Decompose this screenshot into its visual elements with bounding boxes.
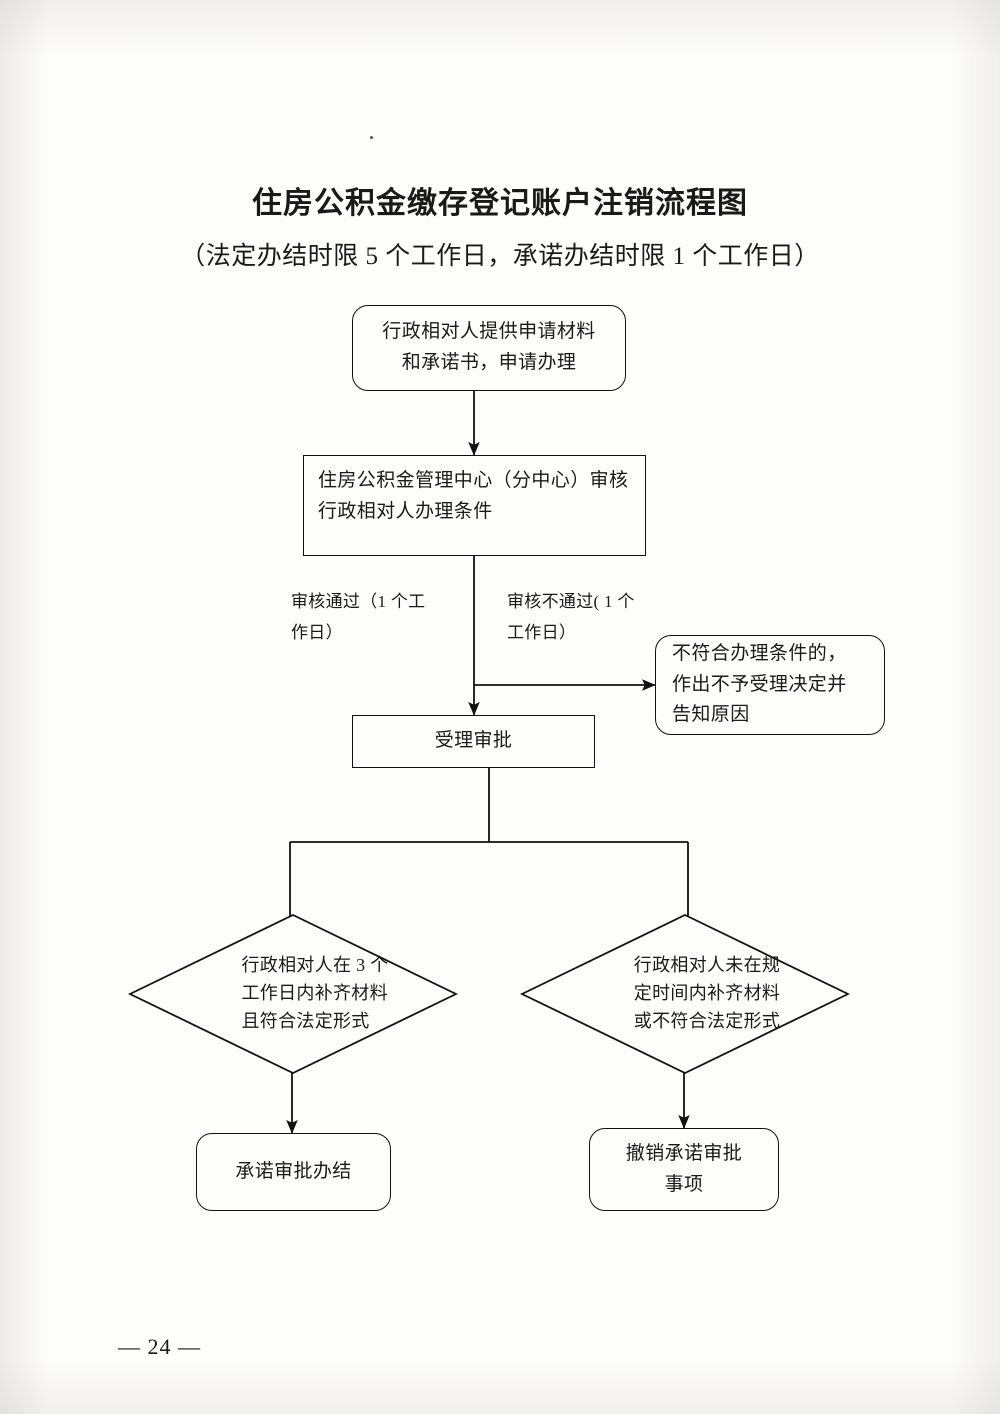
page-title: 住房公积金缴存登记账户注销流程图 — [252, 187, 748, 220]
node-decision-pass-label: 行政相对人在 3 个 工作日内补齐材料 且符合法定形式 — [128, 913, 458, 1075]
node-decision-pass-line-2: 工作日内补齐材料 — [241, 983, 388, 1004]
edge-label-review-fail-line-2: 工作日） — [507, 623, 577, 643]
edge-label-review-fail: 审核不通过( 1 个 工作日） — [507, 586, 677, 649]
node-cancel-line-2: 事项 — [664, 1173, 704, 1195]
edge-label-review-pass-line-1: 审核通过（1 个工 — [291, 592, 426, 611]
edge-label-review-pass-line-2: 作日） — [291, 623, 343, 643]
node-review[interactable]: 住房公积金管理中心（分中心）审核 行政相对人办理条件 — [303, 455, 646, 556]
node-decision-pass-line-3: 且符合法定形式 — [241, 1010, 370, 1031]
node-apply-line-1: 行政相对人提供申请材料 — [382, 321, 596, 343]
node-decision-pass-line-1: 行政相对人在 3 个 — [241, 955, 389, 976]
node-finish[interactable]: 承诺审批办结 — [196, 1133, 391, 1211]
node-accept-line-1: 受理审批 — [434, 730, 513, 752]
node-decision-fail[interactable]: 行政相对人未在规 定时间内补齐材料 或不符合法定形式 — [520, 913, 850, 1075]
node-review-line-2: 行政相对人办理条件 — [318, 500, 493, 522]
node-apply-line-2: 和承诺书，申请办理 — [401, 352, 577, 373]
node-cancel-line-1: 撤销承诺审批 — [625, 1142, 743, 1164]
node-reject[interactable]: 不符合办理条件的， 作出不予受理决定并 告知原因 — [655, 635, 885, 735]
node-accept[interactable]: 受理审批 — [352, 715, 595, 768]
diamond-shape-pass — [128, 913, 458, 1075]
scan-artifact-dot — [370, 136, 373, 139]
node-cancel[interactable]: 撤销承诺审批 事项 — [589, 1128, 779, 1211]
diamond-shape-fail — [520, 913, 850, 1075]
node-decision-fail-label: 行政相对人未在规 定时间内补齐材料 或不符合法定形式 — [520, 913, 850, 1075]
node-decision-fail-line-3: 或不符合法定形式 — [633, 1010, 781, 1031]
node-reject-line-1: 不符合办理条件的， — [672, 642, 847, 664]
node-decision-fail-line-1: 行政相对人未在规 — [633, 955, 781, 976]
page-number: — 24 — — [118, 1334, 201, 1359]
node-decision-pass[interactable]: 行政相对人在 3 个 工作日内补齐材料 且符合法定形式 — [128, 913, 458, 1075]
node-reject-line-2: 作出不予受理决定并 — [672, 673, 847, 695]
node-apply[interactable]: 行政相对人提供申请材料 和承诺书，申请办理 — [352, 305, 626, 391]
edge-label-review-fail-line-1: 审核不通过( 1 个 — [507, 592, 635, 611]
node-decision-fail-line-2: 定时间内补齐材料 — [633, 983, 781, 1004]
edge-label-review-pass: 审核通过（1 个工 作日） — [291, 586, 471, 649]
page-subtitle: （法定办结时限 5 个工作日，承诺办结时限 1 个工作日） — [180, 243, 820, 270]
node-reject-line-3: 告知原因 — [672, 704, 750, 726]
node-review-line-1: 住房公积金管理中心（分中心）审核 — [318, 470, 629, 491]
node-finish-line-1: 承诺审批办结 — [235, 1160, 352, 1182]
